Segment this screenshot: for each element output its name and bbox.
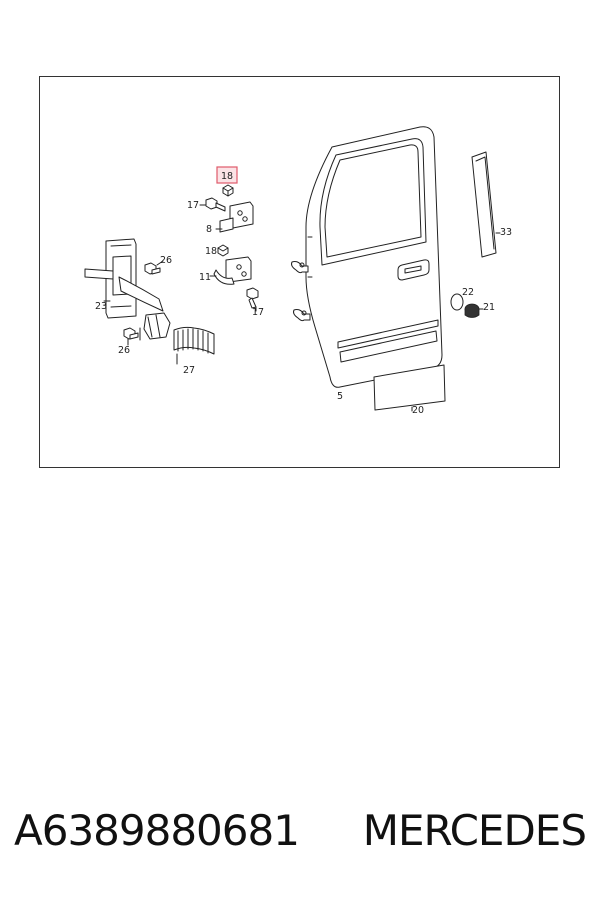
parts-diagram: 18 17 8 18 11 (39, 76, 560, 468)
callout-26-top[interactable]: 26 (160, 255, 172, 266)
callout-26-bottom[interactable]: 26 (118, 345, 130, 356)
callout-5[interactable]: 5 (337, 391, 343, 402)
pad-20 (373, 364, 446, 412)
callout-17-bottom[interactable]: 17 (252, 307, 264, 318)
door-check-strap-23 (84, 238, 171, 341)
bolt-26-upper (144, 260, 164, 275)
callout-27[interactable]: 27 (183, 365, 195, 376)
callout-17-left[interactable]: 17 (187, 200, 199, 211)
brand-label: MERCEDES (362, 806, 587, 855)
callout-8[interactable]: 8 (206, 224, 212, 235)
callout-18-highlighted[interactable]: 18 (221, 171, 233, 182)
highlighted-callout-box (216, 166, 238, 184)
nut-18-top (222, 184, 234, 197)
callout-11[interactable]: 11 (199, 272, 211, 283)
door-shell-5 (291, 126, 443, 388)
callout-21[interactable]: 21 (483, 302, 495, 313)
exploded-view-drawing: 18 17 8 18 11 (84, 126, 512, 416)
plug-21 (464, 303, 484, 318)
bolt-17-upper (199, 197, 226, 212)
callout-18-mid[interactable]: 18 (205, 246, 217, 257)
part-number-label: A6389880681 (14, 806, 300, 855)
trim-strip-33 (471, 151, 501, 258)
upper-hinge-8 (215, 201, 254, 233)
callout-22[interactable]: 22 (462, 287, 474, 298)
wiring-boot-27 (173, 326, 215, 365)
callout-33[interactable]: 33 (500, 227, 512, 238)
seal-ring-22 (450, 293, 464, 311)
lower-hinge-11 (209, 256, 252, 285)
bolt-17-lower (246, 287, 259, 312)
callout-20[interactable]: 20 (412, 405, 424, 416)
callout-23[interactable]: 23 (95, 301, 107, 312)
bolt-26-lower (123, 327, 139, 346)
nut-18-mid (217, 244, 229, 257)
